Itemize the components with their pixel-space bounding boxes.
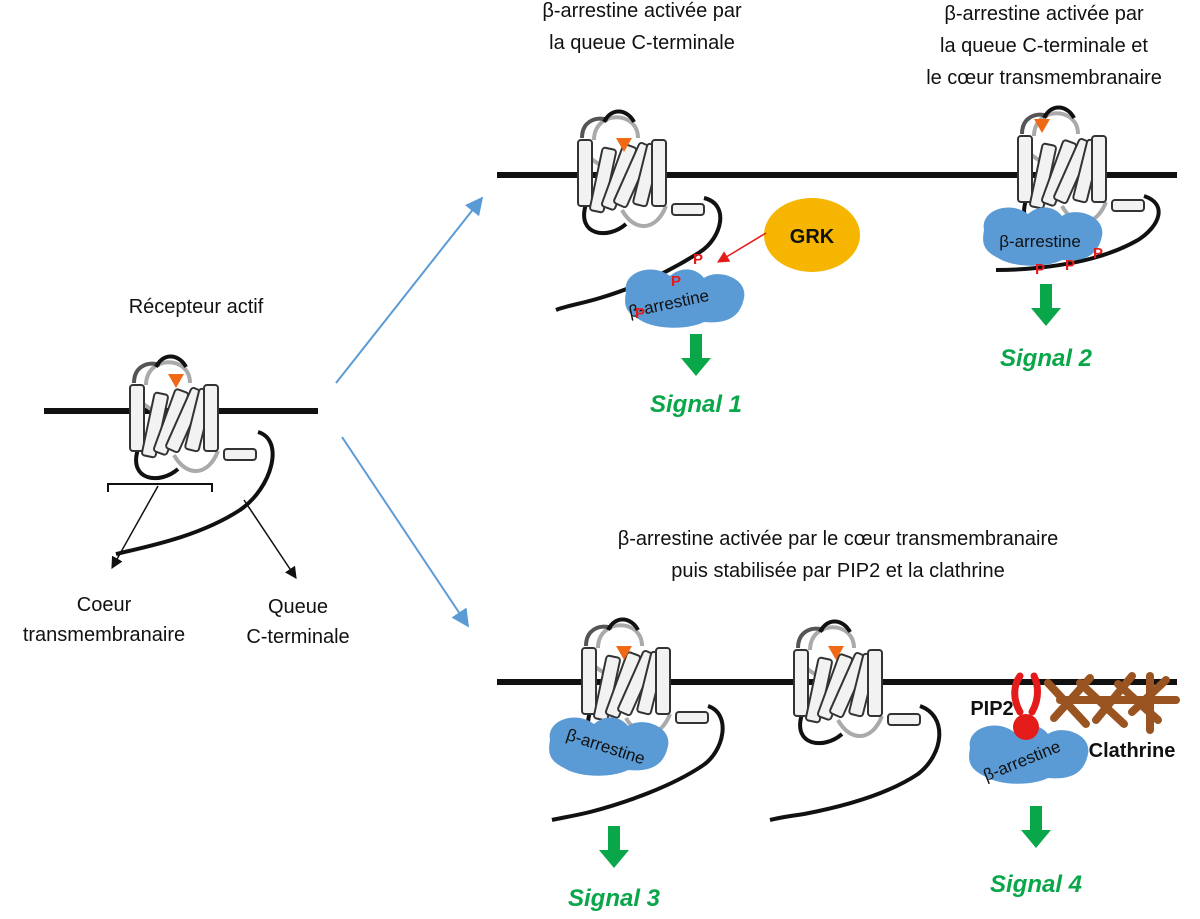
phospho-site: P	[1065, 257, 1075, 274]
core-label-line1: Coeur	[77, 594, 132, 616]
phospho-site: P	[693, 251, 703, 268]
panel-3-title-line1: β-arrestine activée par le cœur transmem…	[618, 528, 1059, 550]
phosphorylation-arrow	[716, 232, 767, 263]
c-terminal-tail	[769, 704, 942, 822]
grk-label: GRK	[790, 226, 835, 248]
arrestin-label: β-arrestine	[999, 232, 1081, 251]
signal-arrow-icon	[1031, 284, 1061, 326]
core-label-line2: transmembranaire	[23, 624, 185, 646]
clathrin-icon	[1044, 672, 1180, 734]
panel-2-title-line1: β-arrestine activée par	[944, 3, 1144, 25]
tail-pointer-arrow	[243, 499, 297, 579]
signal-1-label: Signal 1	[650, 391, 742, 418]
signal-arrow-icon	[599, 826, 629, 868]
grk-icon	[764, 198, 860, 272]
c-terminal-tail	[995, 194, 1161, 272]
phospho-site: P	[635, 305, 645, 322]
receptor-icon	[128, 354, 258, 481]
signal-arrow-icon	[681, 334, 711, 376]
signal-2-label: Signal 2	[1000, 345, 1093, 372]
phospho-site: P	[671, 273, 681, 290]
c-terminal-tail	[115, 430, 275, 556]
signal-3-label: Signal 3	[568, 885, 661, 912]
receptor-active-title: Récepteur actif	[129, 296, 264, 318]
panel-1-title-line1: β-arrestine activée par	[542, 0, 742, 22]
signal-4-label: Signal 4	[990, 871, 1082, 898]
flow-arrow-up-icon	[335, 196, 484, 384]
phospho-site: P	[1093, 245, 1103, 262]
tail-label-line2: C-terminale	[246, 626, 349, 648]
phospho-site: P	[1035, 261, 1045, 278]
tail-label-line1: Queue	[268, 596, 328, 618]
ligand-icon	[168, 374, 184, 388]
panel-2-title-line3: le cœur transmembranaire	[926, 67, 1162, 89]
panel-1-title-line2: la queue C-terminale	[549, 32, 735, 54]
flow-arrow-down-icon	[341, 436, 469, 628]
panel-2-title-line2: la queue C-terminale et	[940, 35, 1148, 57]
pip2-label: PIP2	[970, 698, 1013, 720]
pip2-icon	[1011, 672, 1041, 740]
panel-3-title-line2: puis stabilisée par PIP2 et la clathrine	[671, 560, 1005, 582]
core-pointer-arrow	[111, 485, 159, 570]
clathrin-label: Clathrine	[1089, 740, 1176, 762]
c-terminal-tail	[551, 704, 725, 822]
signal-arrow-icon	[1021, 806, 1051, 848]
core-bracket	[107, 483, 213, 492]
